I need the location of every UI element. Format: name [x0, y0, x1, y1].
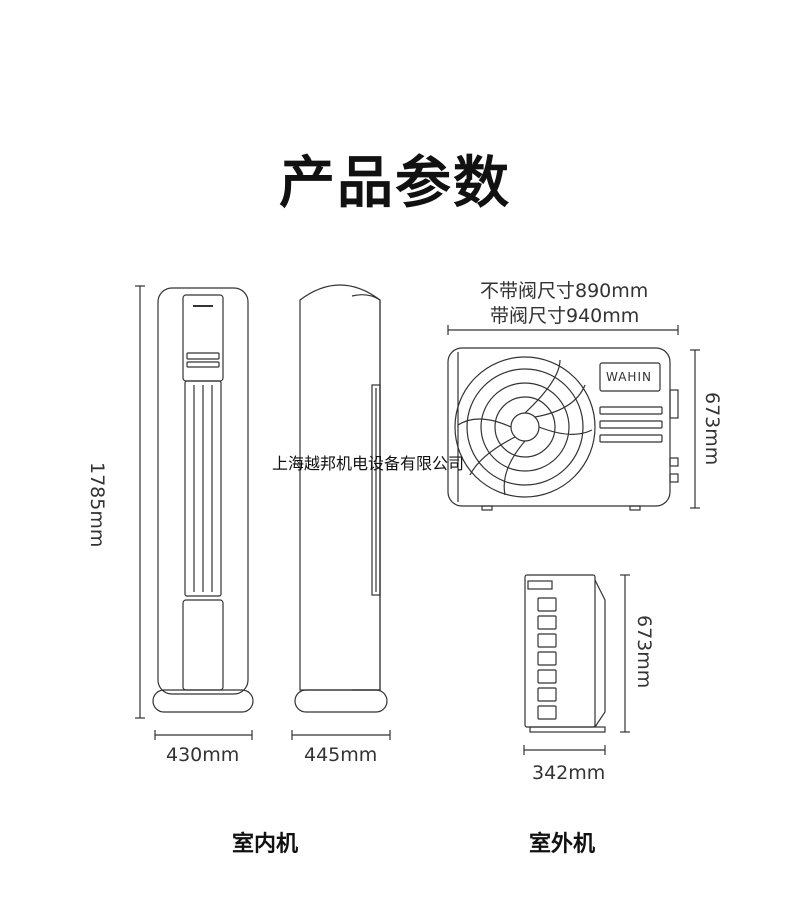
- indoor-body: [157, 287, 249, 695]
- outdoor-depth-label: 342mm: [532, 762, 606, 784]
- indoor-side-body: [299, 284, 381, 691]
- indoor-side-width-label: 445mm: [304, 744, 378, 766]
- indoor-unit-side: [291, 284, 391, 740]
- outdoor-fan-grille: [454, 356, 596, 498]
- outdoor-width-no-valve-label: 不带阀尺寸890mm: [480, 280, 649, 302]
- indoor-side-base: [294, 689, 388, 713]
- indoor-display-panel: [182, 294, 224, 382]
- outdoor-brand-plate: [599, 362, 661, 392]
- indoor-front-width-label: 430mm: [166, 744, 240, 766]
- indoor-caption: 室内机: [232, 832, 299, 857]
- outdoor-side-body: [524, 574, 596, 728]
- outdoor-width-with-valve-label: 带阀尺寸940mm: [490, 305, 640, 327]
- indoor-unit-front: [135, 285, 254, 740]
- indoor-base: [152, 689, 254, 713]
- outdoor-side-height-label: 673mm: [633, 615, 655, 689]
- indoor-height-label: 1785mm: [86, 462, 108, 548]
- indoor-louver-frame: [184, 380, 222, 597]
- page-title: 产品参数: [279, 151, 511, 216]
- outdoor-caption: 室外机: [529, 832, 596, 857]
- outdoor-front-height-label: 673mm: [701, 392, 723, 466]
- company-watermark: 上海越邦机电设备有限公司: [272, 454, 465, 473]
- outdoor-brand-text: WAHIN: [606, 370, 652, 384]
- outdoor-unit-front: [447, 325, 700, 511]
- outdoor-body: [447, 347, 671, 507]
- outdoor-unit-side: [523, 574, 630, 755]
